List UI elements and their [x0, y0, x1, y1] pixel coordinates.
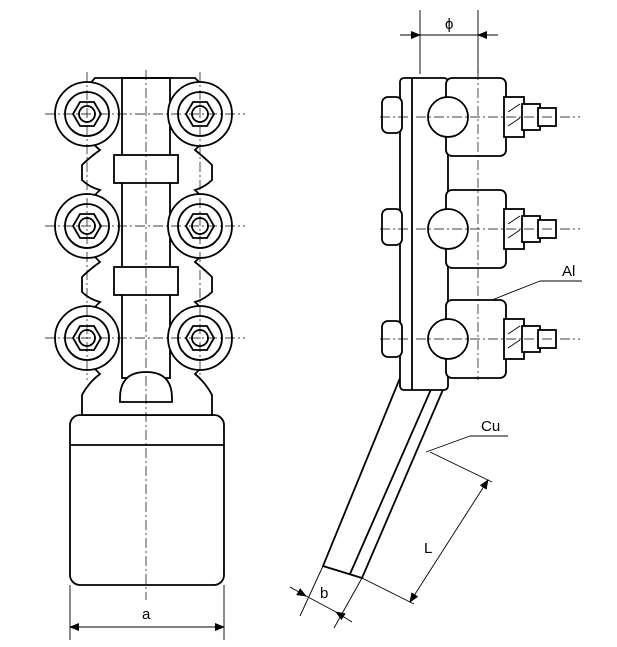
- length-dimension-label: L: [424, 540, 432, 557]
- front-bottom-arch: [119, 371, 173, 403]
- thickness-dimension-label: b: [320, 585, 328, 602]
- front-view: a: [45, 70, 245, 640]
- aluminium-label: Al: [562, 263, 575, 280]
- width-dimension-label: a: [142, 606, 151, 623]
- copper-label: Cu: [481, 418, 500, 435]
- front-palm: [69, 414, 225, 586]
- side-view: ϕ Al Cu L b: [289, 10, 582, 629]
- phi-dimension-label: ϕ: [445, 16, 453, 33]
